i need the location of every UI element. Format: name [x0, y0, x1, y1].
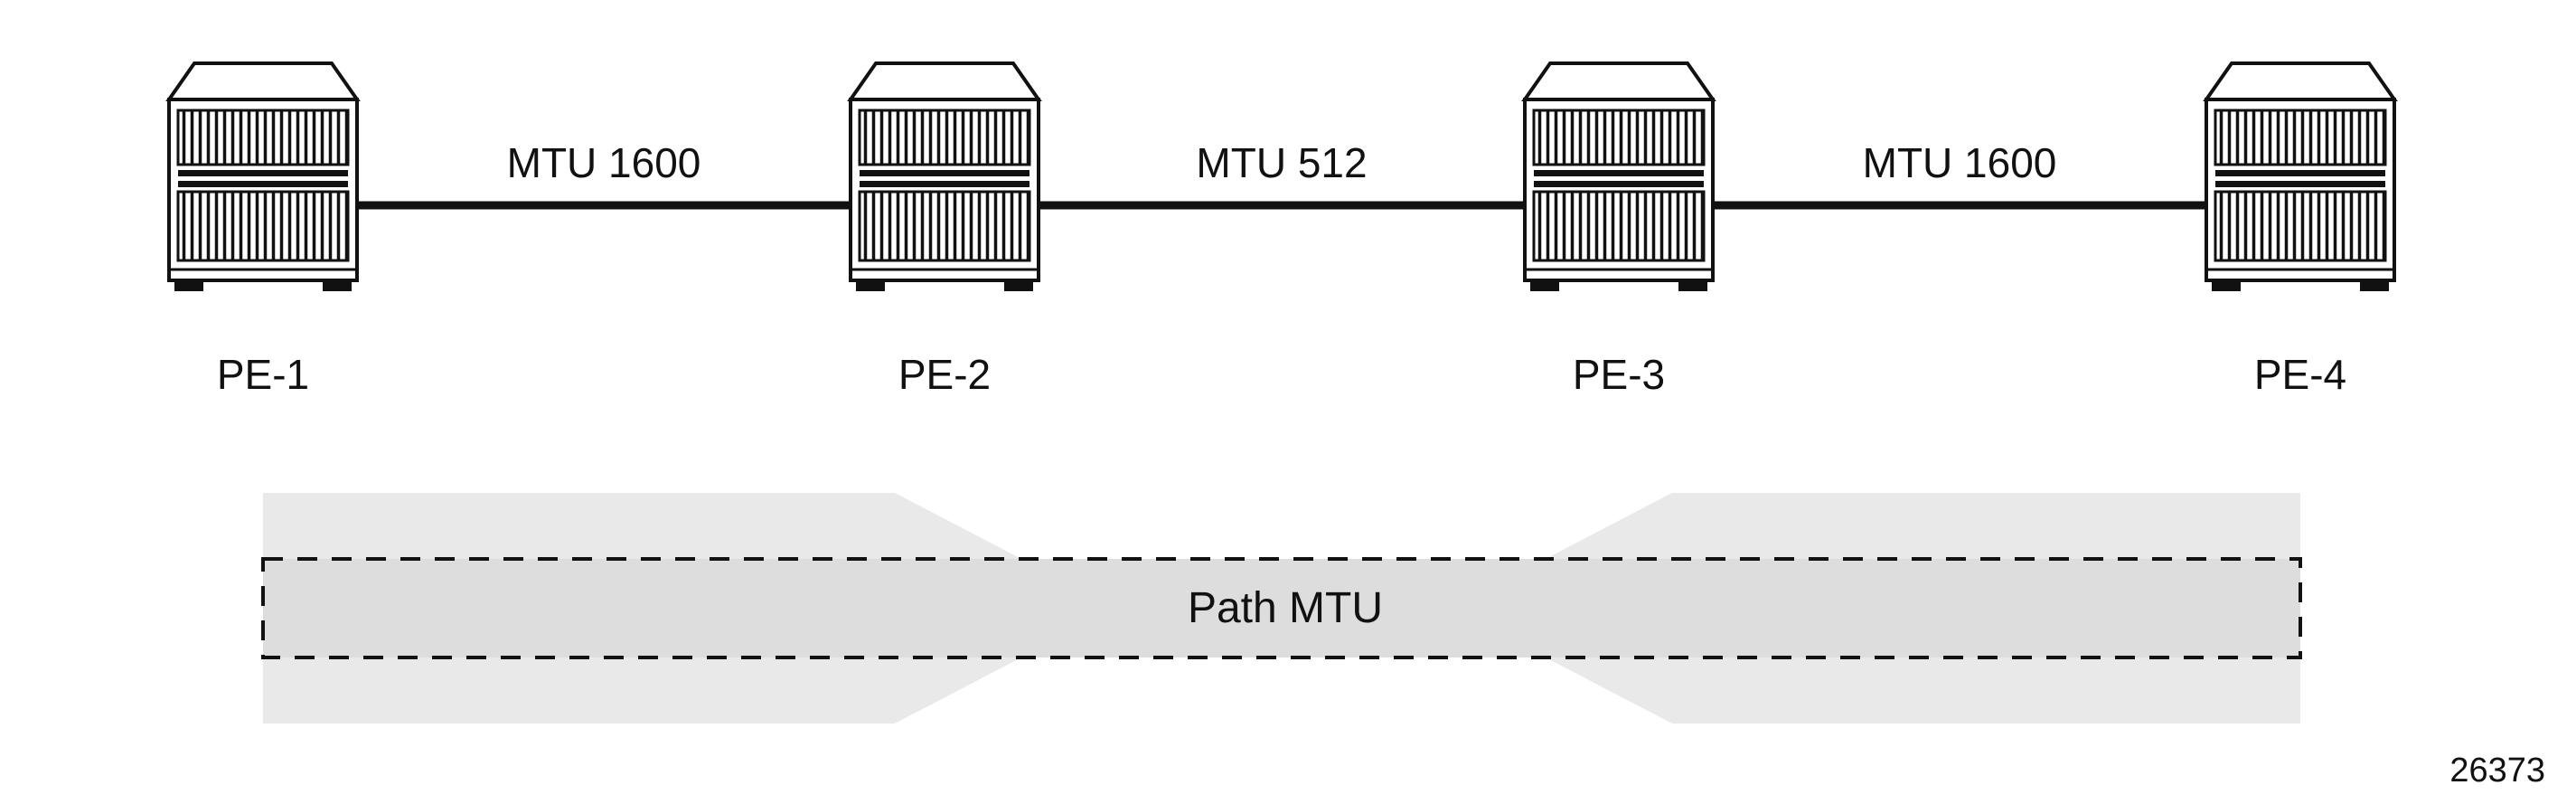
router-icon-pe-2 — [849, 61, 1040, 293]
link-label-mtu-pe1-pe2: MTU 1600 — [506, 139, 701, 186]
link-label-mtu-pe2-pe3: MTU 512 — [1196, 139, 1368, 186]
router-label-pe-4: PE-4 — [2253, 351, 2347, 398]
router-label-pe-2: PE-2 — [898, 351, 992, 398]
router-label-pe-3: PE-3 — [1572, 351, 1666, 398]
path-mtu-label: Path MTU — [1187, 584, 1384, 632]
figure-number: 26373 — [2449, 752, 2545, 790]
router-icon-pe-4 — [2205, 61, 2396, 293]
path-mtu-band — [263, 493, 2300, 724]
router-icon-pe-3 — [1523, 61, 1715, 293]
router-label-pe-1: PE-1 — [216, 351, 310, 398]
link-label-mtu-pe3-pe4: MTU 1600 — [1862, 139, 2057, 186]
router-icon-pe-1 — [167, 61, 359, 293]
path-mtu-dashed-outline — [261, 557, 2302, 659]
